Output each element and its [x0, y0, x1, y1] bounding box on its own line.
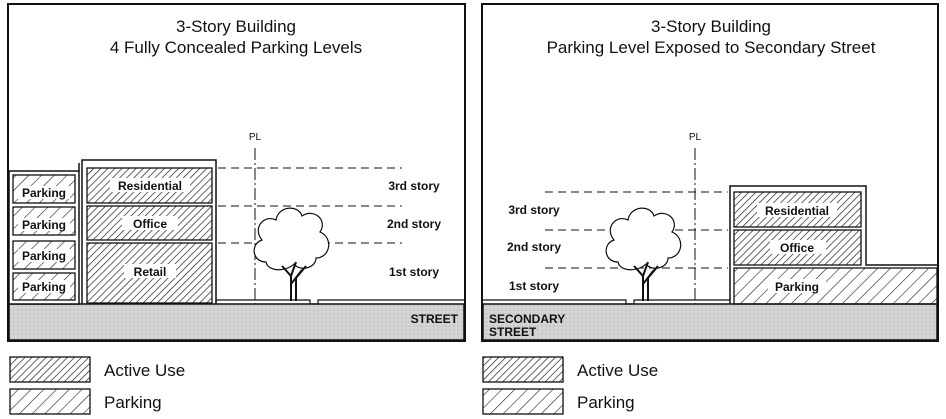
- parking-label-3: Parking: [22, 218, 66, 232]
- left-ground: [8, 303, 465, 341]
- legend-active-use-label: Active Use: [104, 361, 185, 380]
- right-parking-label: Parking: [775, 280, 819, 294]
- right-panel: 3-Story Building Parking Level Exposed t…: [481, 3, 939, 342]
- right-building: Residential Office Parking: [729, 185, 938, 305]
- legend-left: Active Use Parking: [9, 356, 185, 415]
- left-title-line2: 4 Fully Concealed Parking Levels: [110, 38, 362, 57]
- left-panel-frame: [7, 3, 466, 342]
- parking-label-4: Parking: [22, 186, 66, 200]
- residential-label: Residential: [118, 179, 182, 193]
- legend-active-use-swatch: [9, 356, 91, 383]
- right-ground: [482, 303, 938, 341]
- right-residential-label: Residential: [765, 204, 829, 218]
- legend-right-active-use-swatch: [482, 356, 564, 383]
- legend-right-parking-label: Parking: [577, 393, 635, 412]
- legend-right: Active Use Parking: [482, 356, 658, 415]
- right-pl-label: PL: [689, 132, 702, 143]
- right-3rd-story-label: 3rd story: [508, 203, 560, 217]
- left-tree-icon: [253, 207, 330, 301]
- right-1st-story-label: 1st story: [509, 279, 559, 293]
- legend-right-active-use-label: Active Use: [577, 361, 658, 380]
- left-parking-stack: Parking Parking Parking Parking: [8, 163, 80, 305]
- office-label: Office: [133, 217, 167, 231]
- left-building: Residential Office Retail: [81, 159, 217, 304]
- left-pl-label: PL: [249, 132, 262, 143]
- left-2nd-story-label: 2nd story: [387, 217, 441, 231]
- right-street-label-line1: SECONDARY: [489, 312, 565, 326]
- left-1st-story-label: 1st story: [389, 265, 439, 279]
- right-title-line1: 3-Story Building: [651, 17, 771, 36]
- right-title-line2: Parking Level Exposed to Secondary Stree…: [547, 38, 876, 57]
- legend-parking-label: Parking: [104, 393, 162, 412]
- left-3rd-story-label: 3rd story: [388, 179, 440, 193]
- left-panel: 3-Story Building 4 Fully Concealed Parki…: [7, 3, 466, 342]
- left-title-line1: 3-Story Building: [176, 17, 296, 36]
- right-2nd-story-label: 2nd story: [507, 240, 561, 254]
- right-street-label-line2: STREET: [489, 325, 537, 339]
- left-street-label: STREET: [411, 312, 459, 326]
- retail-label: Retail: [134, 265, 167, 279]
- legend-right-parking-swatch: [482, 388, 564, 415]
- right-office-label: Office: [780, 241, 814, 255]
- legend-parking-swatch: [9, 388, 91, 415]
- parking-label-1: Parking: [22, 280, 66, 294]
- parking-label-2: Parking: [22, 249, 66, 263]
- right-parking-block: [733, 267, 938, 305]
- right-tree-icon: [605, 207, 682, 301]
